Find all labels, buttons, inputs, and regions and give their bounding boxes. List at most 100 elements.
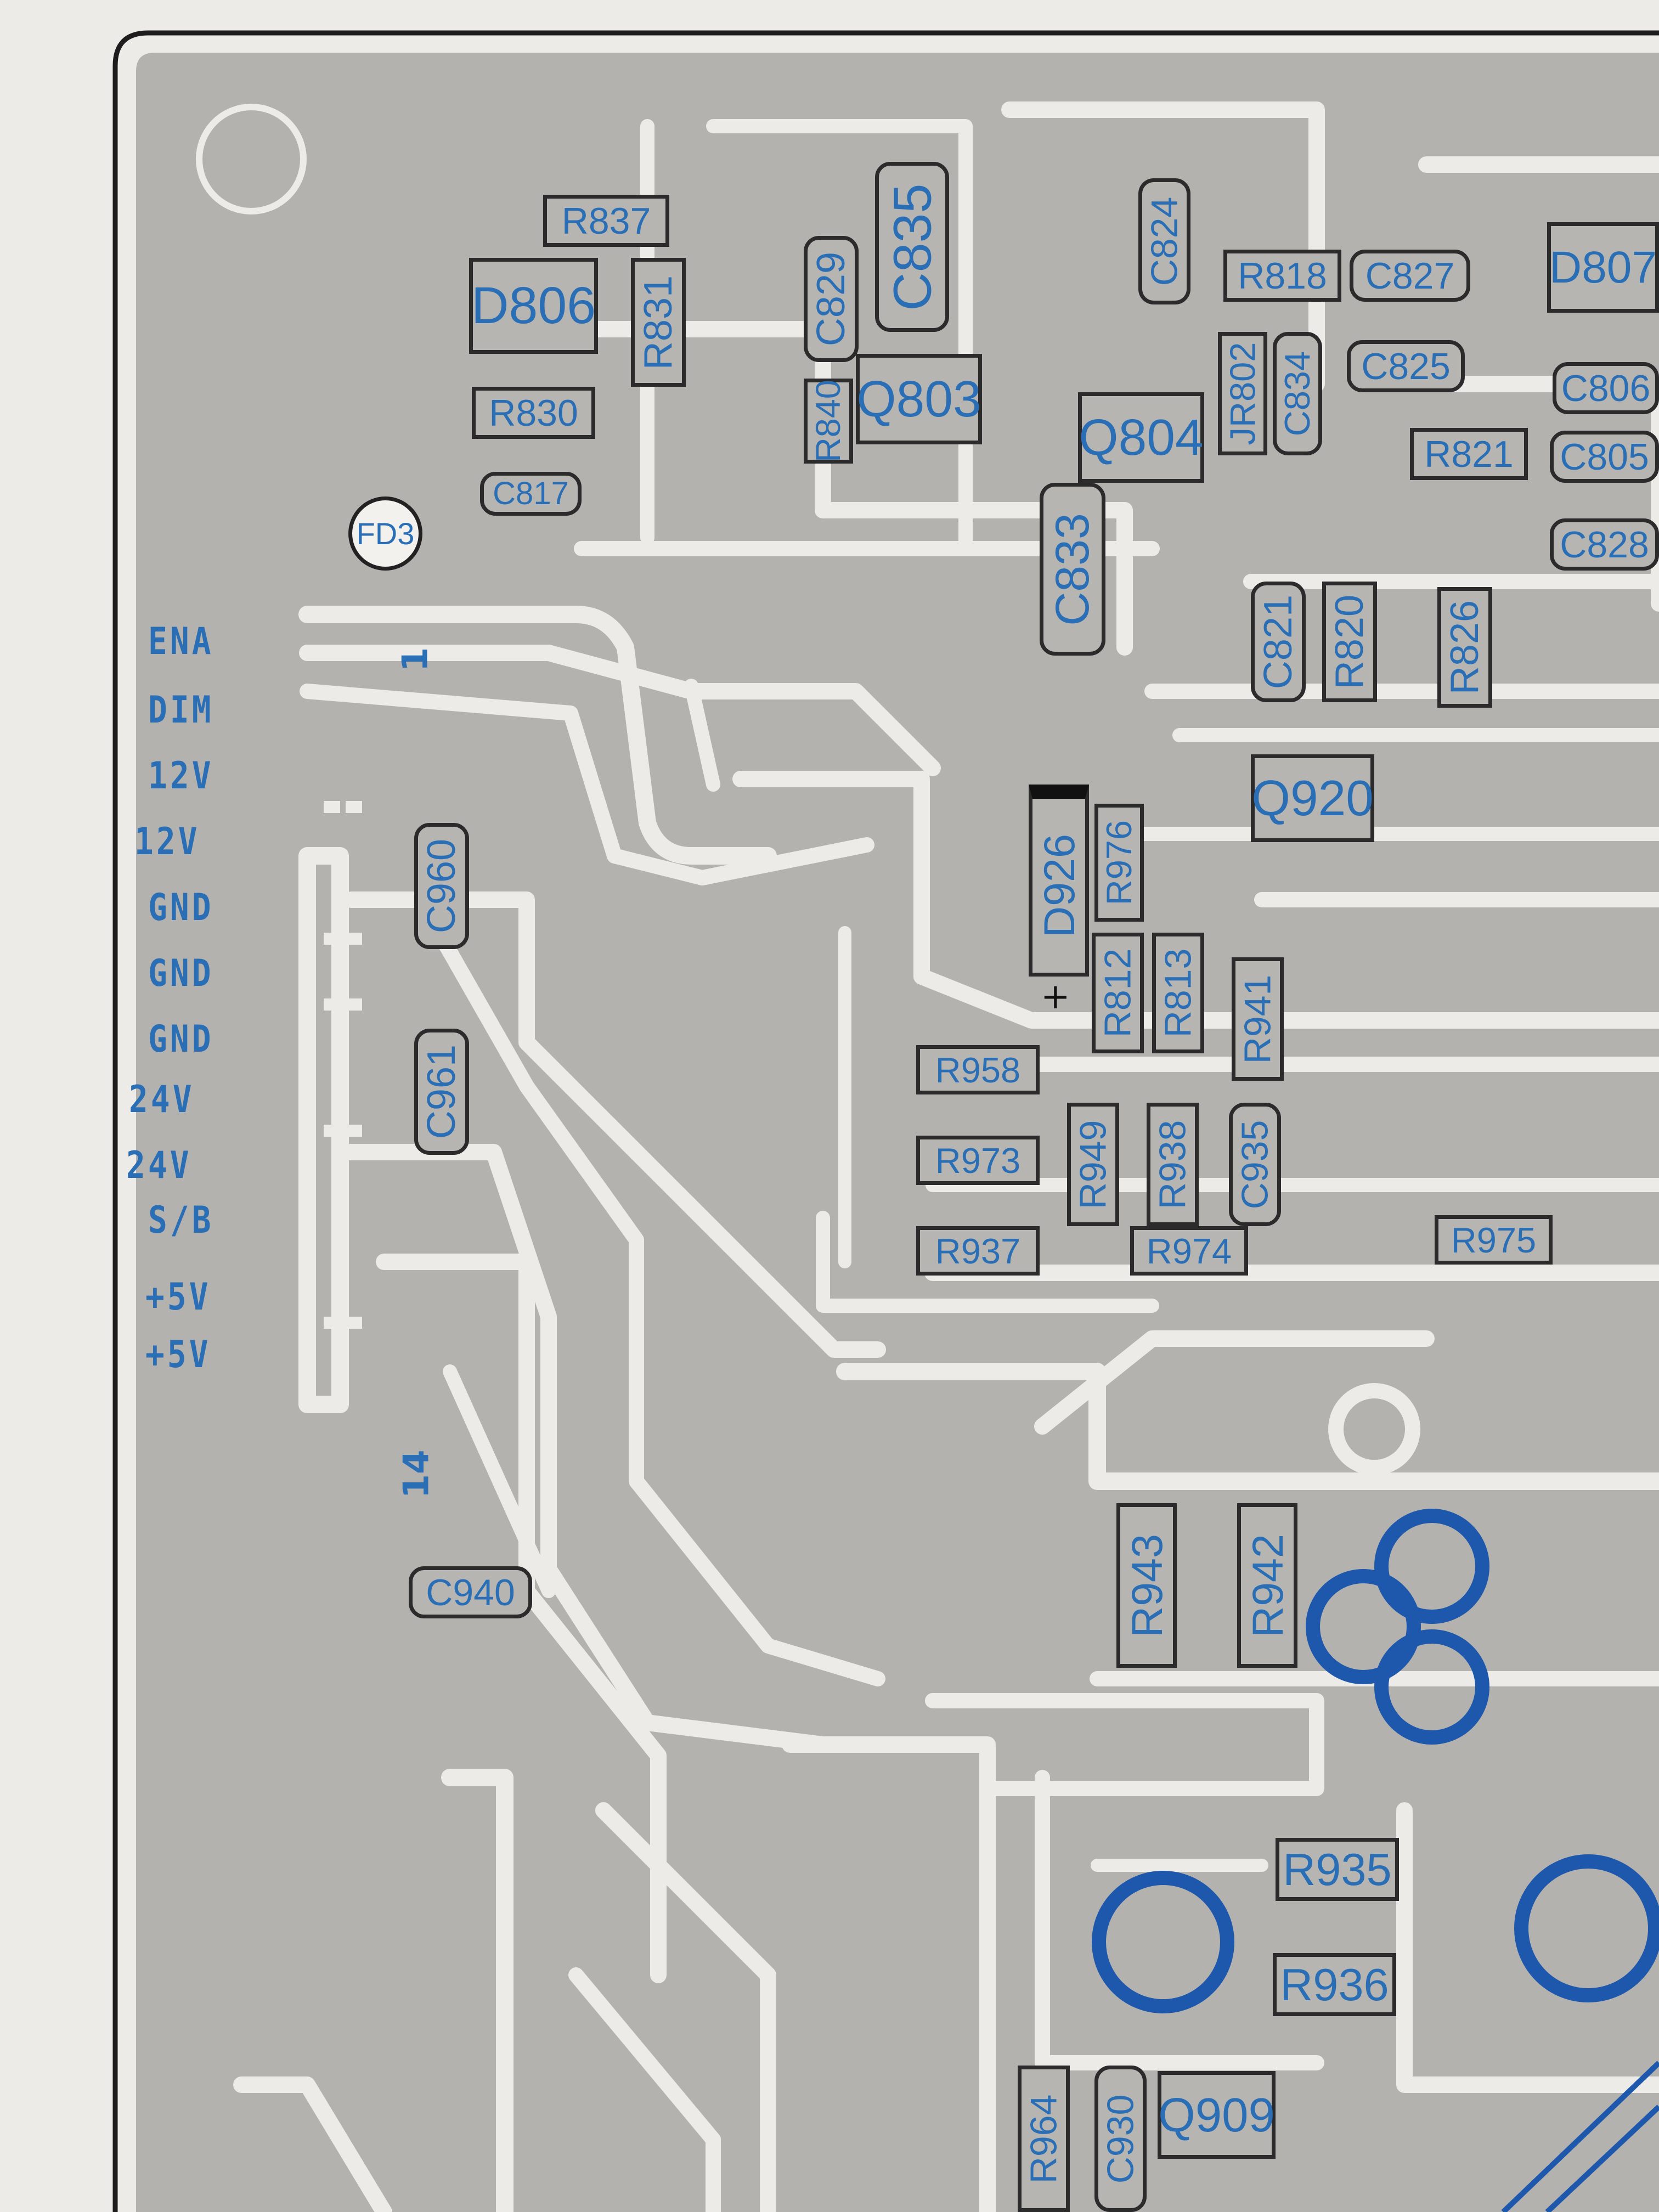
component-c835: C835 [875, 162, 949, 332]
component-label: R837 [561, 200, 651, 242]
component-label: D807 [1549, 242, 1657, 292]
component-label: C817 [493, 476, 569, 511]
fiducial-marker: FD3 [348, 496, 422, 571]
component-c833: C833 [1040, 483, 1105, 656]
component-r820: R820 [1322, 582, 1377, 702]
pin-label-gnd: GND [148, 1018, 214, 1061]
component-label: R942 [1243, 1533, 1292, 1638]
component-r837: R837 [543, 195, 669, 247]
component-r976: R976 [1094, 804, 1144, 922]
component-label: R813 [1157, 948, 1199, 1038]
component-label: R949 [1072, 1120, 1114, 1209]
pin-label-ena: ENA [148, 620, 214, 663]
component-q909: Q909 [1158, 2071, 1276, 2159]
component-r941: R941 [1232, 957, 1284, 1081]
component-label: C821 [1256, 594, 1300, 690]
component-label: C940 [426, 1571, 515, 1613]
component-c825: C825 [1347, 340, 1465, 392]
component-label: C806 [1561, 367, 1651, 409]
component-label: Q804 [1079, 409, 1204, 466]
component-label: C805 [1560, 436, 1649, 478]
through-hole-pad [1514, 1854, 1659, 2002]
diode-polarity-mark: + [1041, 977, 1070, 1017]
component-r812: R812 [1092, 933, 1144, 1053]
component-label: C827 [1365, 255, 1455, 297]
component-d806: D806 [469, 258, 598, 354]
component-c961: C961 [414, 1029, 469, 1155]
component-r975: R975 [1435, 1215, 1553, 1265]
pin-label-24v: 24V [126, 1144, 192, 1187]
component-label: R974 [1146, 1231, 1232, 1271]
component-label: Q909 [1158, 2088, 1275, 2142]
component-label: R830 [489, 392, 578, 434]
component-label: R937 [935, 1231, 1021, 1271]
pin-label-gnd: GND [148, 952, 214, 995]
component-label: R826 [1443, 600, 1487, 695]
component-c834: C834 [1273, 332, 1322, 455]
pin-label-sb: S/B [148, 1199, 214, 1242]
component-label: C960 [420, 838, 464, 934]
component-r943: R943 [1116, 1503, 1177, 1668]
component-r974: R974 [1130, 1226, 1248, 1276]
component-label: C824 [1143, 196, 1186, 286]
component-c829: C829 [804, 236, 859, 362]
component-r949: R949 [1067, 1103, 1119, 1226]
component-label: R975 [1451, 1220, 1537, 1260]
pin-label-12v: 12V [134, 820, 200, 864]
component-label: R820 [1328, 594, 1372, 690]
component-c821: C821 [1251, 582, 1306, 702]
component-label: R943 [1122, 1533, 1171, 1638]
through-hole-pad [1374, 1629, 1489, 1745]
component-r813: R813 [1152, 933, 1204, 1053]
component-c940: C940 [409, 1566, 532, 1618]
component-c817: C817 [480, 472, 582, 516]
component-label: C833 [1046, 512, 1099, 626]
component-label: C835 [882, 183, 943, 311]
component-d807: D807 [1547, 222, 1659, 313]
component-q803: Q803 [856, 354, 982, 444]
component-label: C834 [1277, 351, 1318, 437]
pin-label-5v: +5V [145, 1276, 211, 1319]
component-r938: R938 [1147, 1103, 1199, 1226]
component-q804: Q804 [1078, 392, 1204, 483]
component-label: C829 [809, 251, 853, 347]
component-label: R831 [636, 275, 680, 370]
component-c806: C806 [1553, 362, 1659, 414]
component-r840: R840 [804, 379, 853, 464]
component-r937: R937 [916, 1226, 1040, 1276]
component-label: C825 [1361, 345, 1451, 387]
component-r935: R935 [1276, 1838, 1399, 1901]
component-c930: C930 [1094, 2066, 1147, 2212]
component-label: R935 [1283, 1844, 1392, 1895]
pin-label-dim: DIM [148, 689, 214, 732]
component-label: C961 [420, 1044, 464, 1139]
board-outline [112, 30, 1659, 2212]
component-label: R821 [1424, 433, 1514, 475]
component-r958: R958 [916, 1045, 1040, 1094]
component-r964: R964 [1018, 2066, 1070, 2212]
component-c827: C827 [1350, 250, 1470, 302]
component-jr802: JR802 [1218, 332, 1267, 455]
component-label: JR802 [1222, 342, 1263, 445]
component-label: R936 [1280, 1959, 1389, 2010]
component-r830: R830 [472, 387, 595, 439]
component-r936: R936 [1273, 1953, 1396, 2016]
component-label: C930 [1099, 2094, 1142, 2183]
pin-label-12v: 12V [148, 754, 214, 798]
component-label: C828 [1560, 523, 1649, 566]
component-q920: Q920 [1251, 754, 1374, 842]
component-label: R973 [935, 1140, 1021, 1181]
component-label: R941 [1237, 974, 1279, 1064]
pin-number-last: 14 [396, 1449, 437, 1499]
component-c828: C828 [1550, 518, 1659, 571]
component-r831: R831 [631, 258, 686, 387]
component-r821: R821 [1410, 428, 1528, 480]
component-label: Q920 [1251, 770, 1374, 826]
component-label: Q803 [856, 370, 981, 427]
component-label: D806 [471, 276, 596, 335]
component-c935: C935 [1229, 1103, 1281, 1226]
component-label: D926 [1034, 834, 1084, 938]
pin-number-first: 1 [395, 647, 436, 672]
component-label: R812 [1097, 948, 1139, 1038]
